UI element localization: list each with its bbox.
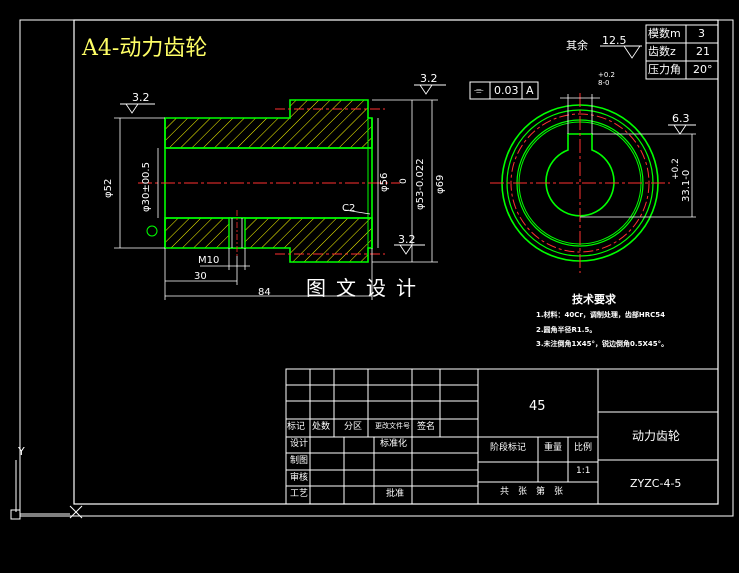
tech-req-item-1: 1.材料：40Cr，调制处理，齿部HRC54 (536, 311, 665, 319)
gear-table-value-1: 3 (698, 27, 705, 40)
roughness-other-label: 其余 (566, 39, 588, 52)
tb-row-std: 标准化 (380, 439, 408, 449)
pitch-circle (510, 113, 650, 253)
tech-req-title: 技术要求 (572, 293, 616, 306)
roughness-other-value: 12.5 (602, 34, 627, 47)
section-dimensions (114, 99, 438, 300)
tb-row-check: 审核 (290, 473, 309, 483)
tb-hdr-docno: 更改文件号 (375, 422, 410, 430)
dim-phi53: φ53-0.022 (415, 158, 426, 210)
bore-keyway (545, 133, 615, 217)
tb-ratio: 比例 (574, 443, 593, 453)
section-view (138, 99, 400, 263)
dim-keyway-width: 8-0 (598, 79, 610, 87)
gear-table-name-3: 压力角 (648, 63, 681, 76)
section-hatch-top (164, 99, 373, 149)
roughness-top-left: 3.2 (132, 91, 150, 104)
dim-phi52: φ52 (103, 178, 114, 198)
tb-drawing-no: ZYZC-4-5 (630, 477, 682, 490)
flatness-symbol: ⌯ (474, 83, 484, 97)
section-hatch-bottom (164, 217, 373, 263)
tb-row-process: 工艺 (290, 489, 309, 499)
gear-table-value-2: 21 (696, 45, 710, 58)
gear-table-name-1: 模数m (648, 27, 681, 40)
tb-hdr-sign: 签名 (417, 422, 436, 432)
tb-sheets: 共 张 第 张 (500, 487, 564, 497)
end-view-dimensions (560, 94, 696, 218)
tb-hdr-count: 处数 (312, 422, 331, 432)
tech-req-item-2: 2.圆角半径R1.5。 (536, 326, 597, 334)
tb-part-name: 动力齿轮 (632, 429, 681, 443)
dim-length-84: 84 (258, 287, 271, 298)
title-block (285, 368, 719, 505)
dim-phi53-upper: 0 (399, 178, 409, 184)
tb-hdr-zone: 分区 (344, 422, 363, 432)
roughness-right-view: 6.3 (672, 112, 690, 125)
gear-table-name-2: 齿数z (648, 45, 676, 58)
tb-stage-mark: 阶段标记 (490, 443, 527, 453)
tb-weight: 重量 (544, 443, 563, 453)
tb-hdr-mark: 标记 (287, 422, 306, 432)
dim-keyway-depth-tol: +0.2 (671, 158, 681, 180)
dim-keyway-width-tol: +0.2 (598, 71, 615, 79)
dim-length-30: 30 (194, 271, 207, 282)
gear-table-value-3: 20° (693, 63, 713, 76)
datum-circle (146, 225, 158, 237)
tolerance-frame (469, 81, 539, 100)
dim-phi69: φ69 (435, 174, 446, 194)
tolerance-value: 0.03 (494, 84, 519, 97)
tech-req-item-3: 3.未注倒角1X45°，锐边倒角0.5X45°。 (536, 340, 669, 348)
dim-thread: M10 (198, 255, 220, 266)
tb-scale: 1:1 (576, 466, 591, 476)
roughness-symbols (120, 45, 696, 255)
ucs-y-label: Y (18, 445, 25, 458)
drawing-title: A4-动力齿轮 (82, 36, 208, 61)
tb-material: 45 (529, 399, 546, 414)
ucs-icon (10, 460, 83, 520)
roughness-top-mid: 3.2 (420, 72, 438, 85)
dim-phi56: φ56 (379, 172, 390, 192)
dim-keyway-depth: 33.1-0 (681, 169, 692, 202)
watermark-text: 图文设计 (306, 276, 426, 300)
dim-phi30: φ30±00.5 (141, 162, 152, 212)
tb-row-approve: 批准 (386, 489, 405, 499)
tolerance-datum: A (526, 84, 534, 97)
end-view (490, 93, 670, 273)
tb-row-draw: 制图 (290, 456, 309, 466)
gear-table (645, 24, 719, 80)
tb-row-design: 设计 (290, 439, 309, 449)
outer-frame (19, 19, 734, 517)
roughness-bottom-mid: 3.2 (398, 233, 416, 246)
dim-chamfer: C2 (342, 203, 356, 214)
